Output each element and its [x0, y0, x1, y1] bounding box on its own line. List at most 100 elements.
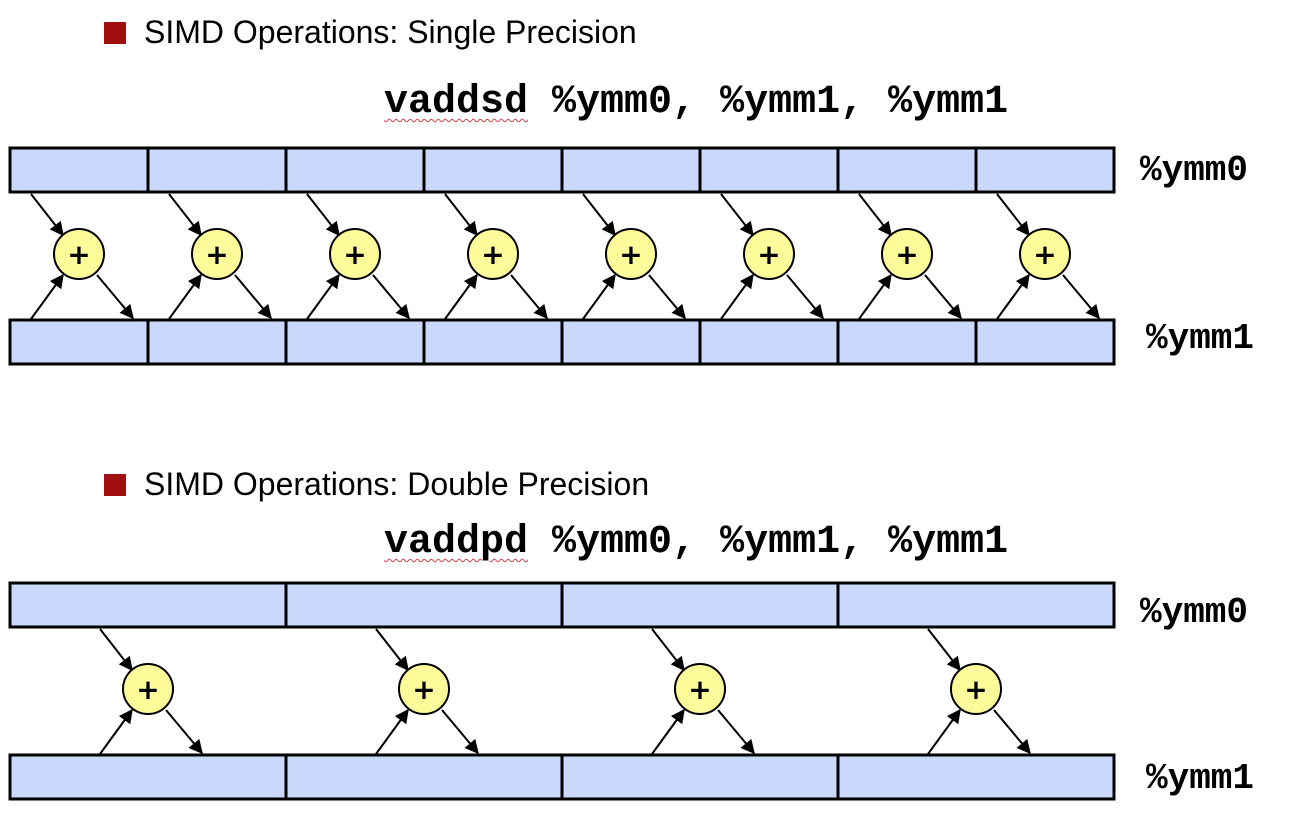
plus-symbol: +	[481, 238, 504, 271]
register-lane-ymm1	[560, 753, 840, 801]
register-lane-ymm0	[560, 146, 702, 194]
adder-circle: +	[329, 228, 381, 280]
arrow-output	[441, 709, 479, 755]
register-lane-ymm0	[836, 146, 978, 194]
adder-circle: +	[122, 663, 174, 715]
plus-symbol: +	[343, 238, 366, 271]
register-lane-ymm1	[974, 318, 1116, 366]
register-lane-ymm0	[836, 581, 1116, 629]
arrow-output	[372, 274, 410, 320]
arrow-input-top	[582, 193, 616, 237]
register-lane-ymm1	[284, 318, 426, 366]
arrow-output	[234, 274, 272, 320]
bullet-icon	[104, 21, 126, 44]
adder-circle: +	[53, 228, 105, 280]
plus-symbol: +	[619, 238, 642, 271]
arrow-output	[786, 274, 824, 320]
arrow-output	[1062, 274, 1100, 320]
arrow-input-top	[30, 193, 64, 237]
arrow-input-top	[996, 193, 1030, 237]
instruction-double: vaddpd %ymm0, %ymm1, %ymm1	[384, 520, 1008, 565]
arrow-input-top	[444, 193, 478, 237]
plus-symbol: +	[67, 238, 90, 271]
arrow-input-top	[858, 193, 892, 237]
arrow-input-bottom	[858, 273, 892, 320]
register-lane-ymm1	[560, 318, 702, 366]
arrow-output	[993, 709, 1031, 755]
arrow-input-bottom	[168, 273, 202, 320]
adder-circle: +	[674, 663, 726, 715]
register-lane-ymm1	[8, 318, 150, 366]
register-lane-ymm0	[422, 146, 564, 194]
register-lane-ymm0	[146, 146, 288, 194]
section-title-double: SIMD Operations: Double Precision	[104, 466, 649, 503]
section-title-text: SIMD Operations: Single Precision	[144, 14, 637, 50]
register-lane-ymm0	[8, 581, 288, 629]
arrow-input-top	[651, 628, 685, 672]
arrow-input-bottom	[927, 708, 961, 755]
adder-circle: +	[398, 663, 450, 715]
diagram-double-precision: + + + +	[8, 581, 1116, 801]
arrow-output	[510, 274, 548, 320]
diagram-single-precision: + + + + + + + +	[8, 146, 1116, 366]
arrow-output	[924, 274, 962, 320]
instruction-operands: %ymm0, %ymm1, %ymm1	[528, 520, 1009, 565]
instruction-single: vaddsd %ymm0, %ymm1, %ymm1	[384, 80, 1008, 125]
section-title-text: SIMD Operations: Double Precision	[144, 466, 650, 502]
register-lane-ymm1	[698, 318, 840, 366]
arrow-output	[96, 274, 134, 320]
arrow-input-top	[168, 193, 202, 237]
arrow-output	[165, 709, 203, 755]
plus-symbol: +	[757, 238, 780, 271]
arrow-input-bottom	[996, 273, 1030, 320]
arrow-input-bottom	[306, 273, 340, 320]
arrow-output	[648, 274, 686, 320]
arrow-input-bottom	[375, 708, 409, 755]
register-lane-ymm0	[8, 146, 150, 194]
arrow-input-bottom	[582, 273, 616, 320]
plus-symbol: +	[1033, 238, 1056, 271]
arrow-input-top	[99, 628, 133, 672]
arrow-input-top	[306, 193, 340, 237]
register-label-ymm0-single: %ymm0	[1140, 150, 1249, 191]
register-lane-ymm0	[284, 581, 564, 629]
arrow-input-top	[720, 193, 754, 237]
instruction-mnemonic: vaddsd	[384, 80, 529, 125]
register-lane-ymm1	[836, 753, 1116, 801]
section-title-single: SIMD Operations: Single Precision	[104, 14, 637, 51]
plus-symbol: +	[895, 238, 918, 271]
plus-symbol: +	[412, 673, 435, 706]
register-lane-ymm0	[284, 146, 426, 194]
register-lane-ymm1	[8, 753, 288, 801]
arrow-input-top	[927, 628, 961, 672]
arrow-input-bottom	[651, 708, 685, 755]
register-label-ymm0-double: %ymm0	[1140, 592, 1249, 633]
adder-circle: +	[950, 663, 1002, 715]
register-label-ymm1-double: %ymm1	[1146, 758, 1255, 799]
adder-circle: +	[1019, 228, 1071, 280]
register-lane-ymm0	[698, 146, 840, 194]
arrow-input-bottom	[720, 273, 754, 320]
instruction-mnemonic: vaddpd	[384, 520, 529, 565]
adder-circle: +	[605, 228, 657, 280]
adder-circle: +	[467, 228, 519, 280]
adder-circle: +	[191, 228, 243, 280]
adder-circle: +	[743, 228, 795, 280]
plus-symbol: +	[136, 673, 159, 706]
arrow-input-bottom	[30, 273, 64, 320]
register-lane-ymm1	[146, 318, 288, 366]
arrow-output	[717, 709, 755, 755]
arrow-input-bottom	[99, 708, 133, 755]
bullet-icon	[104, 473, 126, 496]
register-lane-ymm0	[560, 581, 840, 629]
plus-symbol: +	[688, 673, 711, 706]
adder-circle: +	[881, 228, 933, 280]
instruction-operands: %ymm0, %ymm1, %ymm1	[528, 80, 1009, 125]
arrow-input-top	[375, 628, 409, 672]
arrow-input-bottom	[444, 273, 478, 320]
register-lane-ymm1	[422, 318, 564, 366]
register-lane-ymm1	[284, 753, 564, 801]
register-lane-ymm0	[974, 146, 1116, 194]
plus-symbol: +	[964, 673, 987, 706]
